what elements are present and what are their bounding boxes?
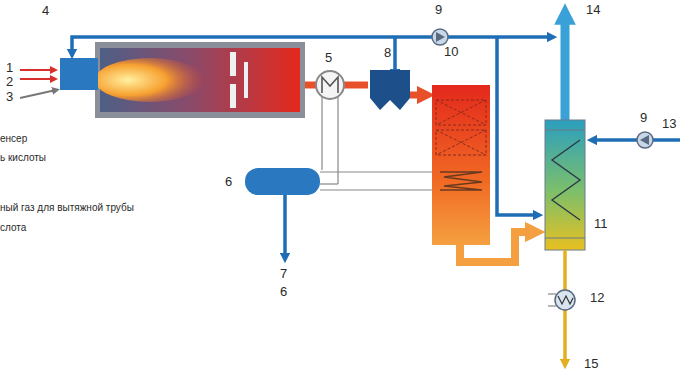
callout-number: 6 xyxy=(225,174,232,189)
callout-number: 13 xyxy=(662,116,676,131)
callout-number: 15 xyxy=(584,356,598,371)
legend-text: ный газ для вытяжной трубы xyxy=(0,202,134,214)
legend-text: енсер xyxy=(0,133,27,145)
callout-number: 1 xyxy=(6,60,13,75)
callout-number: 7 xyxy=(280,266,287,281)
callout-number: 4 xyxy=(42,3,49,18)
callout-number: 3 xyxy=(6,89,13,104)
legend-text: ь кислоты xyxy=(0,152,46,164)
legend-text: слота xyxy=(0,222,26,234)
callout-number: 14 xyxy=(586,2,600,17)
callout-number: 8 xyxy=(384,45,391,60)
callout-number: 12 xyxy=(590,290,604,305)
callout-number: 5 xyxy=(325,50,332,65)
callout-number: 6 xyxy=(280,284,287,299)
callout-number: 9 xyxy=(640,110,647,125)
callout-number: 11 xyxy=(594,216,608,231)
callout-number: 10 xyxy=(444,44,458,59)
callout-number: 2 xyxy=(6,74,13,89)
callout-number: 9 xyxy=(435,2,442,17)
